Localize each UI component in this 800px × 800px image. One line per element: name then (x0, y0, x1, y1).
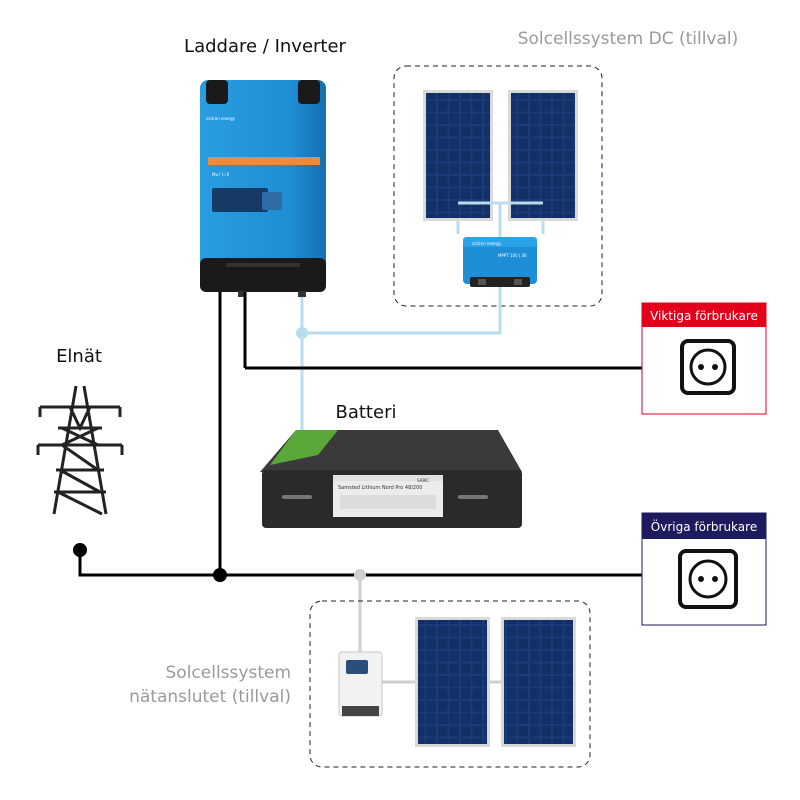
inverter-charger: victron energy Mu l t i II (200, 80, 326, 297)
grid-tied-junction-node (354, 569, 366, 581)
inverter-label: Laddare / Inverter (184, 36, 347, 57)
ac-wiring (78, 292, 648, 577)
mppt-model-label: MPPT 100 | 30 (498, 253, 527, 258)
inverter-model-label: Mu l t i II (212, 172, 229, 177)
battery-label: Batteri (336, 402, 397, 423)
important-loads-title: Viktiga förbrukare (650, 309, 758, 323)
important-loads-box: Viktiga förbrukare (641, 302, 767, 415)
solar-panel-dc-right (508, 90, 578, 221)
solar-panel-grid-left (415, 617, 490, 747)
battery-product-label: Samsted Lithium Nord Pro 48/200 (338, 485, 422, 491)
socket-icon (678, 549, 738, 609)
solar-grid-tied-boundary (309, 600, 591, 768)
grid-label: Elnät (56, 346, 102, 367)
other-loads-box: Övriga förbrukare (641, 512, 767, 626)
socket-icon (680, 339, 736, 395)
ac-junction-node (213, 568, 227, 582)
solar-panel-grid-right (501, 617, 576, 747)
mppt-charge-controller: MPPT 100 | 30 victron energy (463, 237, 537, 287)
solar-dc-label: Solcellssystem DC (tillval) (518, 29, 739, 49)
inverter-brand-label: victron energy (206, 116, 236, 121)
mppt-brand-label: victron energy (472, 241, 502, 246)
solar-panel-dc-left (423, 90, 493, 221)
battery-brand-label: SABIC (417, 478, 429, 483)
dc-junction-node (296, 327, 308, 339)
dc-wiring (300, 201, 545, 432)
pylon-icon (36, 385, 124, 516)
solar-dc-boundary (393, 65, 603, 307)
solar-grid-tied-label-line2: nätanslutet (tillval) (129, 687, 291, 707)
other-loads-title: Övriga förbrukare (651, 518, 757, 534)
grid-tie-inverter (338, 651, 383, 717)
grid-connection-node (73, 543, 87, 557)
battery: Samsted Lithium Nord Pro 48/200 SABIC (260, 430, 522, 528)
solar-grid-tied-label-line1: Solcellssystem (166, 663, 291, 683)
